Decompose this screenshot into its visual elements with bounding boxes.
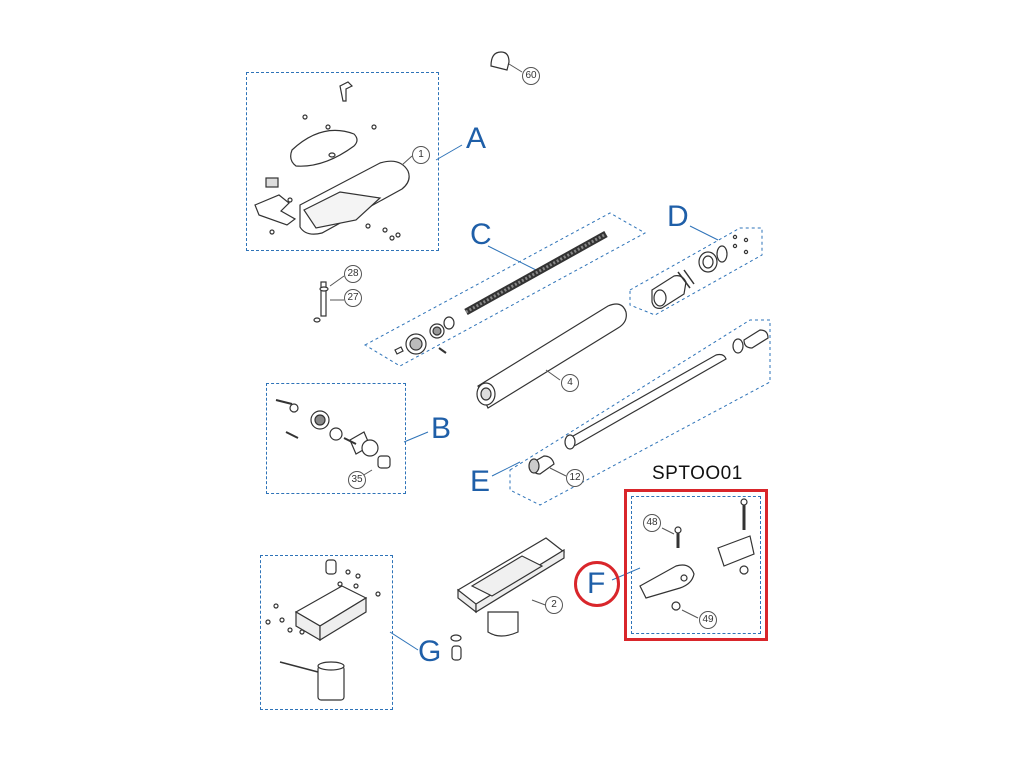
part-callout-27[interactable]: 27	[344, 289, 362, 307]
part-callout-49[interactable]: 49	[699, 611, 717, 629]
group-d-parts	[651, 234, 749, 309]
group-label-g[interactable]: G	[418, 635, 442, 668]
group-label-e[interactable]: E	[470, 465, 491, 498]
group-label-b[interactable]: B	[431, 412, 452, 445]
part-callout-60[interactable]: 60	[522, 67, 540, 85]
group-a-box	[246, 72, 439, 251]
group-c-parts	[394, 230, 608, 355]
group-f-box	[631, 496, 761, 634]
part-callout-1[interactable]: 1	[412, 146, 430, 164]
leader-g	[389, 631, 419, 651]
leader-d	[689, 225, 719, 241]
leader-e	[491, 461, 521, 477]
group-b-parts	[275, 399, 391, 469]
part-callout-35[interactable]: 35	[348, 471, 366, 489]
group-d-outline	[629, 227, 763, 316]
group-label-a[interactable]: A	[466, 122, 487, 155]
part-60-drawing	[490, 51, 510, 71]
leader-c	[487, 245, 541, 273]
kit-parts	[639, 498, 755, 611]
part-callout-28[interactable]: 28	[344, 265, 362, 283]
leader-a	[435, 144, 463, 161]
group-e-parts	[528, 329, 769, 475]
part-4-tube	[476, 303, 627, 409]
group-b-box	[266, 383, 406, 494]
part-2-housing	[456, 537, 566, 637]
group-label-d[interactable]: D	[667, 200, 689, 233]
part-callout-2[interactable]: 2	[545, 596, 563, 614]
group-e-outline	[509, 319, 771, 506]
part-callout-12[interactable]: 12	[566, 469, 584, 487]
part-callout-48[interactable]: 48	[643, 514, 661, 532]
kit-code-label: SPTOO01	[652, 463, 743, 484]
pin-parts-27-28	[313, 281, 329, 323]
part-callout-4[interactable]: 4	[561, 374, 579, 392]
group-c-outline	[363, 212, 647, 367]
group-g-box	[260, 555, 393, 710]
group-f-highlight-ring	[574, 561, 620, 607]
group-g-parts	[265, 559, 462, 701]
group-label-c[interactable]: C	[470, 218, 492, 251]
group-label-f[interactable]: F	[587, 567, 606, 600]
group-a-parts	[254, 81, 410, 241]
leader-b	[403, 431, 429, 443]
kit-highlight-box[interactable]	[624, 489, 768, 641]
